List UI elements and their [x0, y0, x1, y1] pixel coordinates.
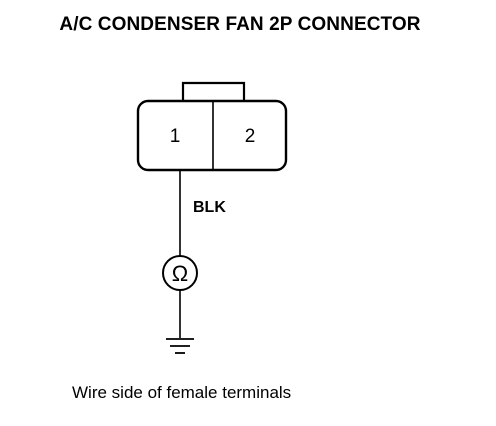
wire-color-label: BLK — [193, 199, 226, 216]
terminal-2-label: 2 — [245, 126, 256, 147]
connector-body — [136, 99, 288, 172]
diagram-caption: Wire side of female terminals — [72, 383, 292, 402]
ohm-icon: Ω — [172, 261, 188, 286]
ground-icon — [166, 338, 194, 354]
terminal-1-label: 1 — [170, 126, 181, 147]
connector-lock-tab — [181, 81, 246, 103]
diagram-title: A/C CONDENSER FAN 2P CONNECTOR — [59, 14, 421, 35]
